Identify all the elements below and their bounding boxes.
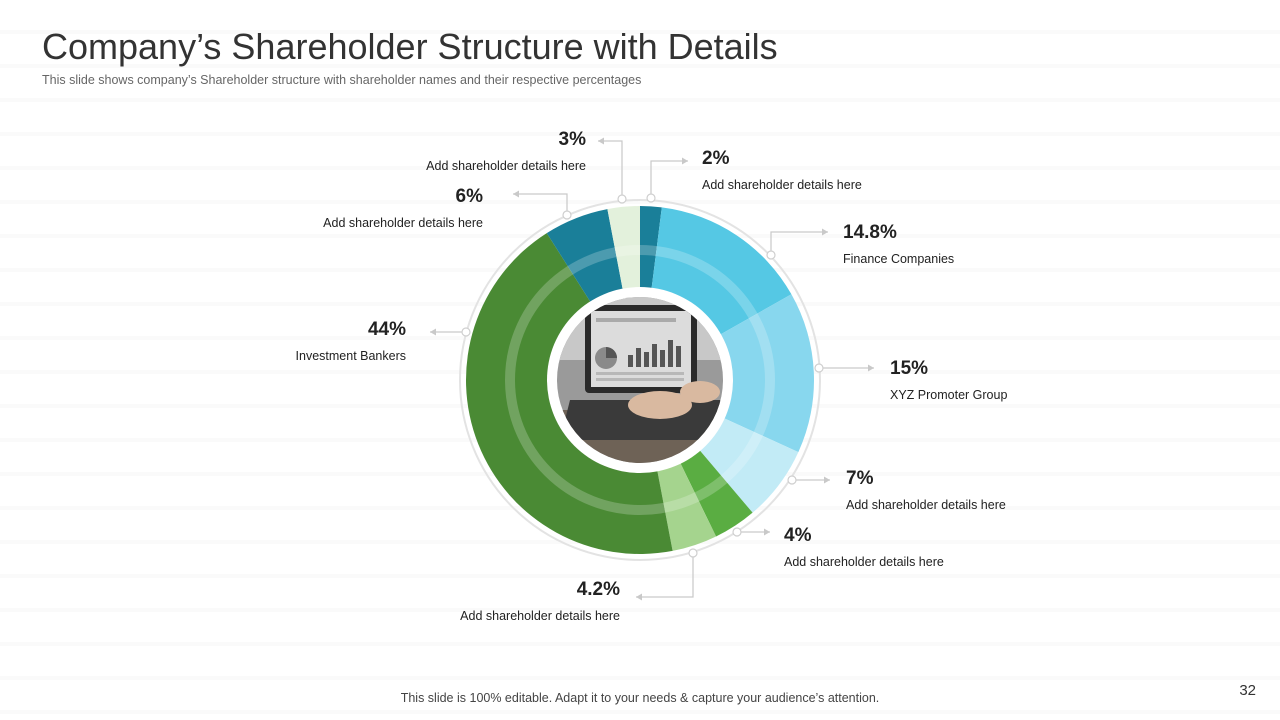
leader-dot-2 — [766, 250, 776, 260]
donut-slice-8 — [546, 209, 625, 310]
leader-arrow-4 — [824, 476, 830, 484]
leader-dot-7 — [461, 327, 471, 337]
slice-percent-label: 7% — [846, 468, 874, 489]
slice-percent-label: 14.8% — [843, 222, 897, 243]
slice-name-label: Add shareholder details here — [784, 555, 944, 569]
slice-percent-label: 44% — [368, 319, 406, 340]
donut-slice-3 — [713, 294, 815, 453]
slice-name-label: Add shareholder details here — [323, 216, 483, 230]
leader-arrow-2 — [822, 228, 828, 236]
leader-dot-9 — [617, 194, 627, 204]
laptop-keyboard — [560, 400, 723, 440]
leader-dot-3 — [814, 363, 824, 373]
slice-name-label: Add shareholder details here — [846, 498, 1006, 512]
slice-name-label: Add shareholder details here — [702, 178, 862, 192]
slice-name-label: Add shareholder details here — [426, 159, 586, 173]
slice-percent-label: 2% — [702, 148, 730, 169]
leader-arrow-6 — [636, 593, 642, 601]
inner-highlight-ring — [505, 245, 775, 515]
leader-arrow-9 — [598, 137, 604, 145]
leader-dot-4 — [787, 475, 797, 485]
donut-slice-5 — [676, 444, 753, 537]
slice-name-label: Investment Bankers — [296, 349, 406, 363]
donut-slice-9 — [607, 206, 640, 298]
leader-dot-5 — [732, 527, 742, 537]
leader-arrow-8 — [513, 190, 519, 198]
footer-note: This slide is 100% editable. Adapt it to… — [400, 691, 880, 705]
page-title: Company’s Shareholder Structure with Det… — [42, 26, 778, 67]
donut-slice-1 — [640, 206, 662, 297]
donut-slice-6 — [655, 455, 717, 551]
center-photo — [547, 287, 733, 473]
leader-dot-8 — [562, 210, 572, 220]
leader-dot-6 — [688, 548, 698, 558]
leader-line-1 — [650, 160, 688, 198]
page-number: 32 — [1239, 682, 1256, 699]
slice-labels: 2% Add shareholder details here 14.8% Finan… — [296, 129, 1008, 623]
donut-slice-4 — [694, 414, 799, 513]
leader-line-2 — [770, 231, 828, 255]
slice-percent-label: 4% — [784, 525, 812, 546]
slice-name-label: Finance Companies — [843, 252, 954, 266]
slice-percent-label: 15% — [890, 358, 928, 379]
slice-percent-label: 3% — [559, 129, 587, 150]
donut-slice-7 — [466, 233, 673, 554]
slice-name-label: XYZ Promoter Group — [890, 388, 1007, 402]
leader-line-9 — [598, 140, 623, 199]
leader-line-6 — [636, 553, 694, 598]
outer-guide-ring — [459, 199, 821, 561]
leader-line-8 — [513, 193, 568, 215]
slice-name-label: Add shareholder details here — [460, 609, 620, 623]
leader-dot-1 — [646, 193, 656, 203]
leader-arrow-5 — [764, 528, 770, 536]
leader-arrow-1 — [682, 157, 688, 165]
leader-arrow-7 — [430, 328, 436, 336]
leader-arrow-3 — [868, 364, 874, 372]
hands — [628, 391, 692, 419]
slice-percent-label: 6% — [456, 186, 484, 207]
slice-percent-label: 4.2% — [577, 579, 620, 600]
page-subtitle: This slide shows company’s Shareholder s… — [42, 73, 642, 87]
